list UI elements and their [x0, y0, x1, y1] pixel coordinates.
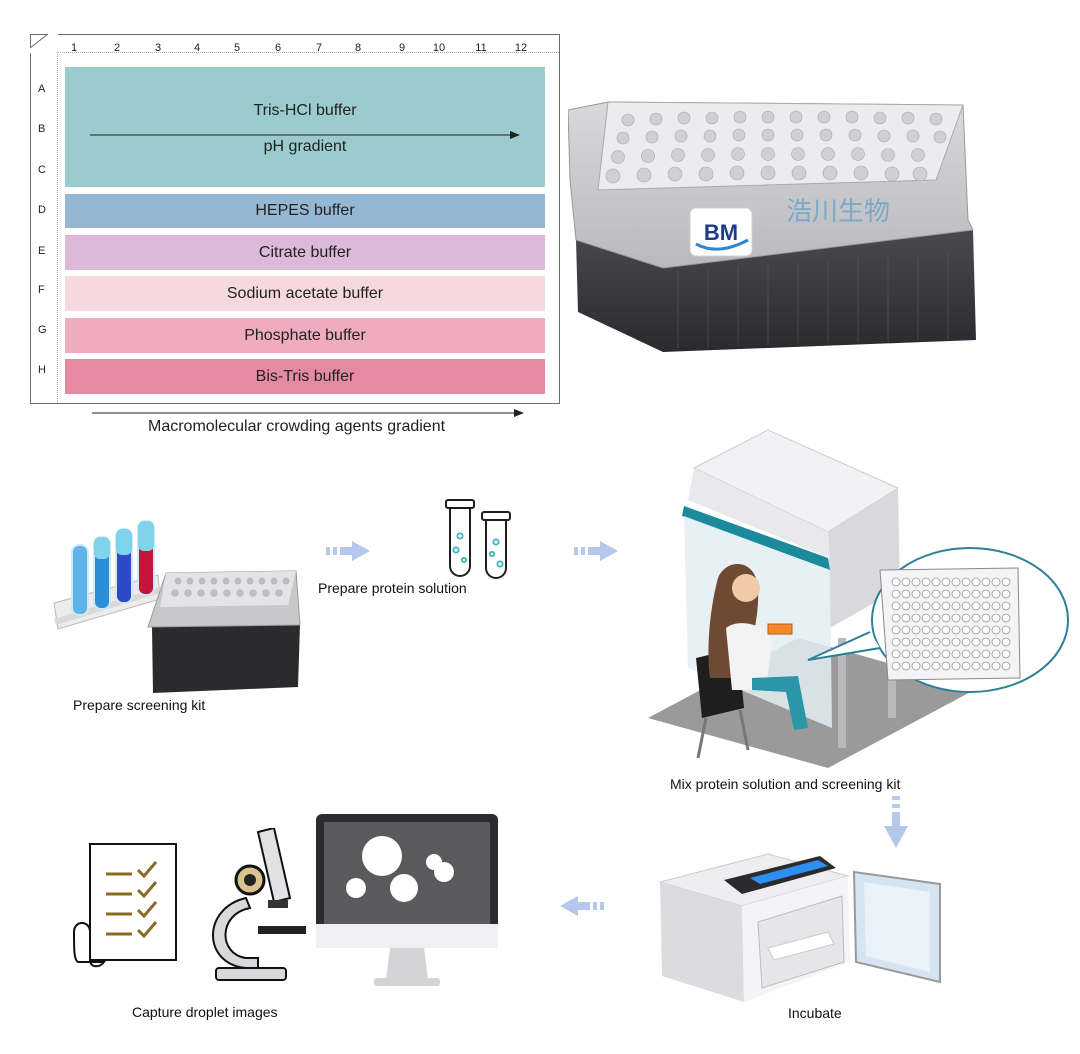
band-hepes: HEPES buffer — [65, 194, 545, 228]
brand-logo-text: BM — [704, 220, 738, 245]
row-header: H — [38, 364, 46, 376]
band-bis-tris: Bis-Tris buffer — [65, 359, 545, 394]
screening-kit-illustration — [53, 520, 301, 693]
sodium-acetate-label: Sodium acetate buffer — [226, 284, 384, 302]
microscope-icon — [212, 828, 306, 981]
step-mix-protein-and-kit: Mix protein solution and screening kit — [670, 776, 901, 792]
column-header: 8 — [354, 42, 362, 54]
plate-layout-diagram: 1 2 3 4 5 6 7 8 9 10 11 12 A B C D E F G… — [30, 34, 560, 404]
crowding-gradient-label: Macromolecular crowding agents gradient — [148, 418, 446, 435]
column-header: 12 — [514, 42, 528, 54]
step-prepare-screening-kit: Prepare screening kit — [73, 697, 206, 713]
hepes-label: HEPES buffer — [255, 202, 355, 219]
plate-column-divider — [57, 52, 559, 53]
column-header: 6 — [274, 42, 282, 54]
bis-tris-label: Bis-Tris buffer — [255, 367, 355, 385]
flow-arrow-right-icon — [326, 541, 370, 561]
column-header: 7 — [315, 42, 323, 54]
band-citrate: Citrate buffer — [65, 235, 545, 270]
column-header: 5 — [233, 42, 241, 54]
column-header: 1 — [70, 42, 78, 54]
step-incubate: Incubate — [788, 1005, 842, 1021]
step-capture-droplet-images: Capture droplet images — [132, 1004, 278, 1020]
step-prepare-protein-solution: Prepare protein solution — [318, 580, 467, 596]
row-header: F — [38, 284, 45, 296]
column-header: 9 — [398, 42, 406, 54]
brand-chinese-text: 浩川生物 — [786, 197, 890, 227]
monitor-droplet-images-icon — [316, 814, 498, 986]
column-header: 3 — [154, 42, 162, 54]
row-header: D — [38, 204, 46, 216]
flow-arrow-left-icon — [560, 896, 604, 916]
column-header: 10 — [432, 42, 446, 54]
report-checklist-icon — [72, 843, 177, 968]
ph-gradient-label: pH gradient — [263, 138, 347, 155]
column-header: 4 — [193, 42, 201, 54]
flow-arrow-down-icon — [884, 796, 908, 848]
tris-hcl-label: Tris-HCl buffer — [253, 102, 357, 119]
band-sodium-acetate: Sodium acetate buffer — [65, 276, 545, 311]
column-header: 2 — [113, 42, 121, 54]
citrate-label: Citrate buffer — [258, 243, 352, 261]
plate-row-divider — [57, 52, 58, 403]
row-header: E — [38, 245, 46, 257]
row-header: G — [38, 324, 47, 336]
biosafety-cabinet-illustration — [648, 429, 1069, 768]
plate-corner-notch — [30, 34, 58, 53]
band-tris-hcl: Tris-HCl buffer pH gradient — [65, 67, 545, 187]
screening-plate-image: BM 浩川生物 — [568, 101, 976, 352]
protein-solution-tubes-icon — [445, 499, 511, 579]
flow-arrow-right-icon — [574, 541, 618, 561]
ph-gradient-arrow — [90, 131, 520, 139]
incubator-illustration — [658, 853, 941, 1002]
row-header: C — [38, 164, 46, 176]
crowding-gradient-arrow — [92, 409, 524, 417]
column-header: 11 — [475, 42, 487, 54]
band-phosphate: Phosphate buffer — [65, 318, 545, 353]
row-header: B — [38, 123, 46, 135]
row-header: A — [38, 83, 46, 95]
phosphate-label: Phosphate buffer — [244, 326, 366, 344]
